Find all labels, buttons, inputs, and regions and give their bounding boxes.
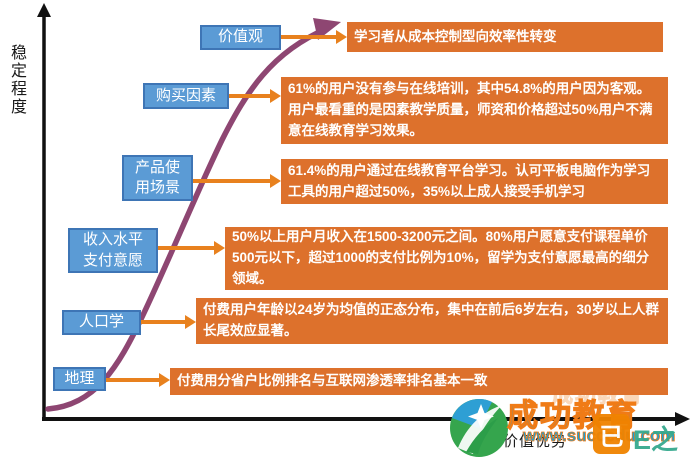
ezhijia-watermark-text: E之家 [633, 425, 679, 455]
description-text: 50%以上用户月收入在1500-3200元之间。80%用户愿意支付课程单价500… [232, 229, 650, 286]
description-box-usage-scenarios: 61.4%的用户通过在线教育平台学习。认可平板电脑作为学习工具的用户超过50%，… [281, 159, 668, 204]
description-box-values: 学习者从成本控制型向效率性转变 [347, 22, 663, 52]
description-box-geography: 付费用分省户比例排名与互联网渗透率排名基本一致 [170, 368, 668, 395]
ezhijia-watermark-icon: 已 [593, 414, 630, 454]
connector-arrow-icon [192, 174, 281, 188]
x-axis-label: 价值优势 [503, 433, 568, 450]
description-text: 付费用户年龄以24岁为均值的正态分布，集中在前后6岁左右，30岁以上人群长尾效应… [203, 302, 660, 338]
category-label: 产品使用场景 [134, 158, 180, 196]
succedu-logo-icon [450, 399, 508, 457]
category-box-values: 价值观 [200, 25, 281, 50]
connector-arrow-icon [157, 241, 225, 255]
category-box-income-willingness: 收入水平支付意愿 [68, 228, 158, 273]
connector-arrow-icon [228, 89, 281, 103]
category-box-geography: 地理 [53, 367, 106, 391]
category-label: 价值观 [217, 28, 263, 46]
connector-arrow-icon [105, 373, 170, 387]
y-axis-label: 稳定程度 [8, 44, 25, 116]
category-box-usage-scenarios: 产品使用场景 [122, 155, 193, 201]
description-box-demographics: 付费用户年龄以24岁为均值的正态分布，集中在前后6岁左右，30岁以上人群长尾效应… [196, 298, 668, 344]
category-label: 收入水平支付意愿 [82, 231, 143, 269]
connector-arrow-icon [281, 30, 347, 44]
category-label: 购买因素 [155, 86, 216, 104]
description-text: 61.4%的用户通过在线教育平台学习。认可平板电脑作为学习工具的用户超过50%，… [288, 162, 651, 199]
connector-arrow-icon [140, 315, 196, 329]
category-label: 人口学 [78, 313, 124, 331]
description-text: 付费用分省户比例排名与互联网渗透率排名基本一致 [177, 373, 488, 389]
description-text: 61%的用户没有参与在线培训，其中54.8%的用户因为客观。用户最看重的是因素教… [288, 81, 653, 138]
category-box-demographics: 人口学 [62, 310, 141, 335]
category-label: 地理 [64, 369, 95, 387]
watermark-glyph: 已 [599, 423, 624, 451]
category-box-purchase-factors: 购买因素 [143, 83, 229, 109]
description-box-income-willingness: 50%以上用户月收入在1500-3200元之间。80%用户愿意支付课程单价500… [225, 227, 668, 290]
x-axis-arrowhead-icon [675, 412, 690, 426]
s-curve-arrowhead-icon [313, 18, 341, 40]
description-box-purchase-factors: 61%的用户没有参与在线培训，其中54.8%的用户因为客观。用户最看重的是因素教… [281, 77, 668, 144]
y-axis-arrowhead-icon [37, 3, 51, 17]
description-text: 学习者从成本控制型向效率性转变 [354, 28, 557, 44]
